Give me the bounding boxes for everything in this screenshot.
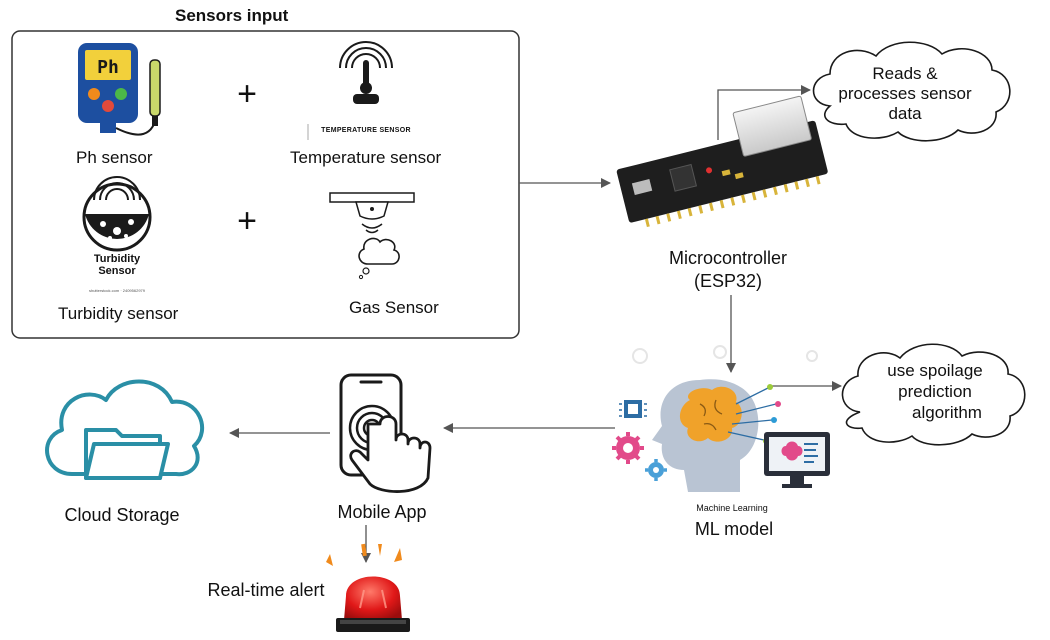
turbidity-icon-caption-1: Turbidity <box>94 253 141 265</box>
ml-caption: Machine Learning <box>696 503 768 513</box>
machine-learning-icon <box>612 345 830 492</box>
gas-sensor-label: Gas Sensor <box>349 298 439 317</box>
plus-sign-bottom: + <box>237 202 257 240</box>
reads-bubble-line2: processes sensor <box>838 84 972 103</box>
prediction-bubble-line3: algorithm <box>912 403 982 422</box>
turbidity-watermark: shutterstock.com · 2409562979 <box>89 288 146 293</box>
alarm-siren-icon <box>326 543 410 632</box>
microcontroller-label-line1: Microcontroller <box>669 248 787 268</box>
cloud-storage-label: Cloud Storage <box>64 505 179 525</box>
temperature-icon-caption: TEMPERATURE SENSOR <box>321 127 411 134</box>
microcontroller-label-line2: (ESP32) <box>694 271 762 291</box>
turbidity-icon-caption-2: Sensor <box>98 265 136 277</box>
mobile-tap-icon <box>339 373 432 493</box>
gas-sensor-icon <box>329 192 415 280</box>
ml-model-label: ML model <box>695 519 773 539</box>
esp32-board-icon <box>616 95 828 228</box>
ph-meter-icon: Ph <box>78 43 161 136</box>
ph-meter-display: Ph <box>97 57 119 78</box>
sensors-panel-title: Sensors input <box>175 6 289 25</box>
prediction-bubble-line1: use spoilage <box>887 361 982 380</box>
temperature-sensor-icon <box>307 41 393 140</box>
turbidity-sensor-label: Turbidity sensor <box>58 304 179 323</box>
real-time-alert-label: Real-time alert <box>207 580 324 600</box>
ph-sensor-label: Ph sensor <box>76 148 153 167</box>
prediction-thought-bubble <box>841 343 1026 446</box>
board-pins-bottom <box>644 175 821 228</box>
turbidity-sensor-icon <box>82 176 152 252</box>
prediction-bubble-line2: prediction <box>898 382 972 401</box>
temperature-sensor-label: Temperature sensor <box>290 148 442 167</box>
sensors-panel-frame <box>11 30 520 339</box>
plus-sign-top: + <box>237 75 257 113</box>
cloud-storage-icon <box>45 379 205 480</box>
mobile-app-label: Mobile App <box>337 502 426 522</box>
arrow-mcu-to-reads <box>717 85 811 140</box>
reads-bubble-line3: data <box>888 104 922 123</box>
reads-bubble-line1: Reads & <box>872 64 938 83</box>
reads-thought-bubble <box>812 41 1011 142</box>
